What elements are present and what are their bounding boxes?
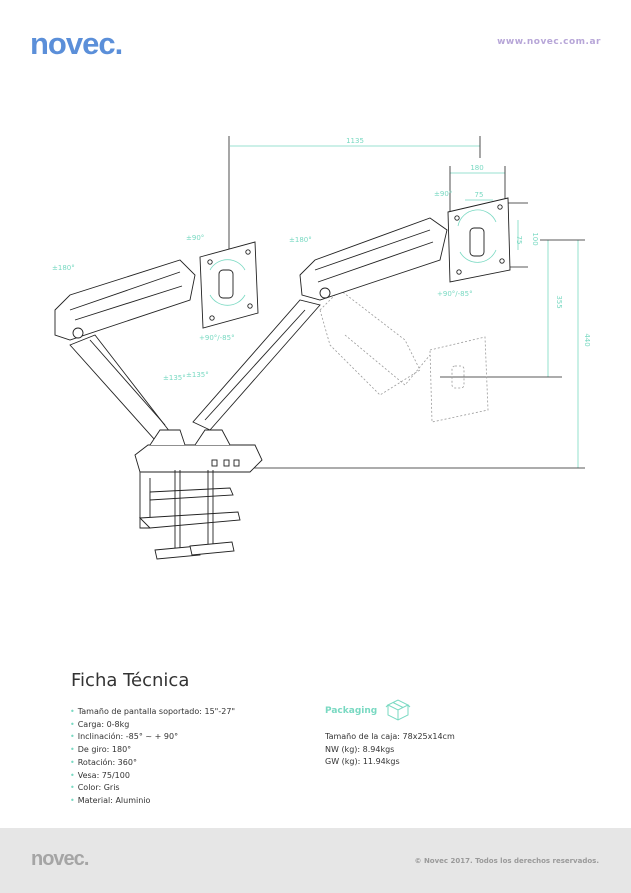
ficha-tecnica-title: Ficha Técnica <box>71 670 190 691</box>
bullet-icon: • <box>70 745 75 755</box>
right-vesa-plate <box>447 197 511 283</box>
spec-text: Material: Aluminio <box>77 795 151 805</box>
right-rotation-arc <box>457 209 497 263</box>
spec-item: •Inclinación: -85° ~ + 90° <box>70 731 235 744</box>
spec-item: •Tamaño de pantalla soportado: 15"-27" <box>70 706 235 719</box>
footer: novec. © Novec 2017. Todos los derechos … <box>0 828 631 893</box>
dim-height-mid: 355 <box>555 295 563 308</box>
packaging-item: NW (kg): 8.94kgs <box>325 744 395 754</box>
angle-swivel-right-head: ±90° <box>434 190 452 198</box>
copyright-text: © Novec 2017. Todos los derechos reserva… <box>414 857 599 865</box>
spec-item: •Vesa: 75/100 <box>70 770 235 783</box>
bullet-icon: • <box>70 732 75 742</box>
angle-tilt-left: +90°/-85° <box>199 334 235 342</box>
spec-item: •Color: Gris <box>70 782 235 795</box>
website-url: www.novec.com.ar <box>497 37 601 47</box>
spec-item: •De giro: 180° <box>70 744 235 757</box>
spec-text: Inclinación: -85° ~ + 90° <box>77 732 179 742</box>
dim-vesa-h: 75 <box>515 236 523 245</box>
dim-vesa-box: 100 <box>531 232 539 245</box>
bullet-icon: • <box>70 795 75 805</box>
packaging-item: Tamaño de la caja: 78x25x14cm <box>325 732 455 741</box>
angle-pole-left: ±135° <box>163 374 186 382</box>
dim-vesa-w: 75 <box>475 191 484 199</box>
bullet-icon: • <box>70 707 75 716</box>
spec-text: De giro: 180° <box>77 745 132 755</box>
product-diagram: 1135 180 75 75 100 355 440 ±180° ±90° +9… <box>52 136 591 560</box>
novec-logo: novec. <box>30 26 124 62</box>
spec-text: Carga: 0-8kg <box>77 719 130 729</box>
base <box>134 429 263 560</box>
dim-height-total: 440 <box>583 333 591 346</box>
footer-logo-dot: . <box>83 848 89 870</box>
spec-list: •Tamaño de pantalla soportado: 15"-27" •… <box>70 706 235 808</box>
spec-text: Rotación: 360° <box>77 757 137 767</box>
dimension-ticks <box>215 136 585 469</box>
spec-item: •Rotación: 360° <box>70 757 235 770</box>
right-arm <box>192 217 448 431</box>
packaging-title: Packaging <box>325 706 378 716</box>
left-rotation-arc <box>209 259 246 306</box>
dim-width-total: 1135 <box>346 137 364 145</box>
angle-swivel-right-base: ±180° <box>289 236 312 244</box>
footer-logo-text: novec <box>31 848 85 870</box>
angle-swivel-left-base: ±180° <box>52 264 75 272</box>
logo-dot: . <box>114 26 124 61</box>
bullet-icon: • <box>70 719 75 729</box>
spec-text: Vesa: 75/100 <box>77 770 130 780</box>
left-arm <box>54 259 196 441</box>
angle-tilt-right: +90°/-85° <box>437 290 473 298</box>
dim-width-top: 180 <box>470 164 483 172</box>
logo-text: novec <box>30 26 116 61</box>
box-icon <box>385 699 411 721</box>
left-vesa-plate <box>199 241 259 329</box>
dimension-lines <box>230 145 579 468</box>
spec-item: •Carga: 0-8kg <box>70 719 235 732</box>
angle-swivel-left-head: ±90° <box>186 234 204 242</box>
spec-text: Tamaño de pantalla soportado: 15"-27" <box>77 707 236 716</box>
spec-item: •Material: Aluminio <box>70 795 235 808</box>
packaging-item: GW (kg): 11.94kgs <box>325 757 400 767</box>
bullet-icon: • <box>70 770 75 780</box>
packaging-list: Tamaño de la caja: 78x25x14cm NW (kg): 8… <box>325 731 455 769</box>
angle-pole-right: ±135° <box>186 371 209 379</box>
ghost-arm <box>319 289 489 423</box>
bullet-icon: • <box>70 757 75 767</box>
spec-text: Color: Gris <box>77 783 120 793</box>
footer-logo: novec. <box>31 848 89 871</box>
bullet-icon: • <box>70 783 75 793</box>
